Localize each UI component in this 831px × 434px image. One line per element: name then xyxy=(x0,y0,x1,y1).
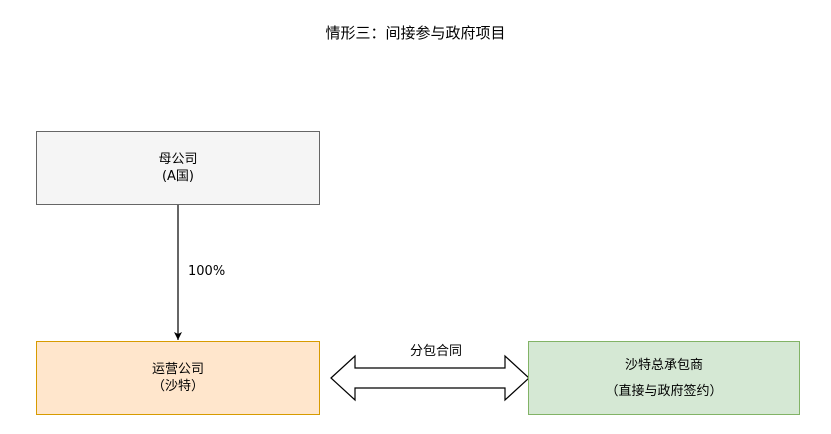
parent-company-box: 母公司 (A国) xyxy=(36,131,320,205)
diagram-title: 情形三：间接参与政府项目 xyxy=(325,24,506,42)
parent-company-country: (A国) xyxy=(161,169,195,184)
subcontract-double-arrow xyxy=(330,354,530,402)
saudi-contractor-note: （直接与政府签约） xyxy=(605,383,723,399)
saudi-contractor-name: 沙特总承包商 xyxy=(624,357,703,373)
parent-company-name: 母公司 xyxy=(158,152,198,167)
operating-company-box: 运营公司 （沙特） xyxy=(36,341,320,415)
ownership-percentage-label: 100% xyxy=(188,264,226,279)
saudi-contractor-box: 沙特总承包商 （直接与政府签约） xyxy=(528,341,800,415)
subcontract-label: 分包合同 xyxy=(410,344,463,359)
operating-company-country: （沙特） xyxy=(151,379,204,394)
operating-company-name: 运营公司 xyxy=(151,362,204,377)
